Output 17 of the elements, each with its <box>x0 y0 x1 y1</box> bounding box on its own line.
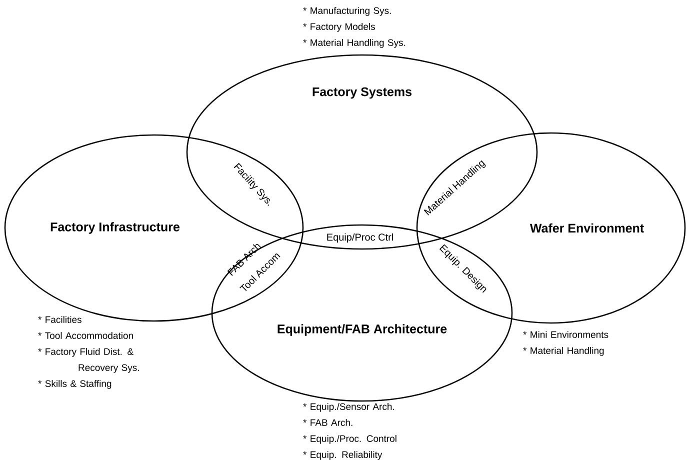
node-label: * Tool Accommodation <box>38 332 133 339</box>
node-label: * Equip. Reliability <box>303 451 382 460</box>
set-title: Wafer Environment <box>530 223 644 233</box>
set-title: Factory Systems <box>312 87 412 99</box>
node-label: * FAB Arch. <box>303 419 352 426</box>
bullet-list: * Facilities * Tool Accommodation * Factory Fluid Dist. & Recovery Sys. * Skills & Staffing <box>38 316 139 389</box>
set-title: Factory Infrastructure <box>50 222 180 234</box>
node-label: * Facilities <box>38 316 82 323</box>
node-label: * Factory Fluid Dist. & Recovery Sys. <box>38 348 139 373</box>
bullet-list: * Equip./Sensor Arch. * FAB Arch. * Equip./Proc. Control * Equip. Reliability <box>303 403 396 460</box>
set-title: Equipment/FAB Architecture <box>278 324 447 336</box>
node-label: * Equip./Sensor Arch. <box>303 403 394 412</box>
node-label: * Skills & Staffing <box>38 380 112 389</box>
node-label: * Equip./Proc. Control <box>303 435 396 444</box>
overlap-label: Equip/Proc Ctrl <box>327 233 393 243</box>
bullet-list: * Manufacturing Sys. * Factory Models * Material Handling Sys. <box>303 7 406 48</box>
bullet-list: * Mini Environments * Material Handling <box>523 331 608 356</box>
